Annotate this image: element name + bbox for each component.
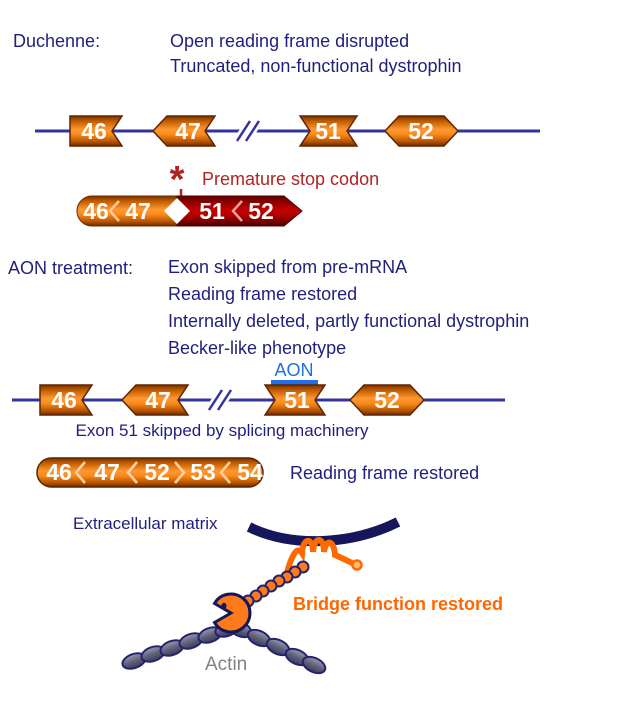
extracellular-matrix-label: Extracellular matrix [73,514,218,533]
membrane-band [246,517,401,547]
duchenne-label: Duchenne: [13,31,101,51]
mrna-bar-restored [36,457,264,488]
exon-52-shape [383,115,460,147]
actin-label: Actin [205,654,247,675]
mrna-duchenne-diagram: * Premature stop codon 46 47 51 52 [76,160,379,227]
duchenne-description: Open reading frame disrupted Truncated, … [170,29,462,79]
exon-52-shape [348,384,426,416]
mrna-bar-orange-segment [76,195,178,227]
aon-treatment-label: AON treatment: [8,258,134,278]
exon-junction-chevron-icon [174,461,186,484]
exon-junction-chevron-icon [231,200,243,222]
dystroglycan-complex [284,537,363,576]
dystrophin-protein-diagram: Extracellular matrix [73,514,503,675]
exon-46-shape [39,384,94,416]
gene-map-2-diagram: AON 46 47 51 52 Exon 51 skipped by splic… [12,360,505,440]
premature-stop-label: Premature stop codon [202,169,379,189]
exon-skipping-caption: Exon 51 skipped by splicing machinery [76,421,369,440]
exon-51-label: 51 [284,387,310,413]
line-break-icon [205,387,235,413]
aon-description-line-1: Exon skipped from pre-mRNA [168,257,408,277]
exon-junction-chevron-icon [74,461,86,484]
mrna1-exon-51-label: 51 [199,198,225,224]
mrna2-exon-53-label: 53 [190,459,216,485]
mrna-bar-darkred-segment [176,195,303,227]
mrna2-exon-54-label: 54 [237,459,263,485]
aon-description-line-2: Reading frame restored [168,284,358,304]
exon-junction-chevron-icon [219,461,231,484]
exon-junction-chevron-icon [126,461,138,484]
duchenne-description-line-2: Truncated, non-functional dystrophin [170,56,462,76]
aon-description-line-4: Becker-like phenotype [168,338,347,358]
mrna-restored-diagram: 46 47 52 53 54 Reading frame restored [36,457,479,488]
line-break-icon [233,118,263,144]
gene-map-1-diagram: 46 47 51 52 [35,115,540,147]
mrna1-exon-46-label: 46 [83,198,109,224]
aon-molecule-label: AON [274,360,313,380]
actin-binding-domain [212,592,252,634]
exon-47-label: 47 [175,118,201,144]
exon-junction-chevron-icon [108,200,120,222]
stop-codon-asterisk-icon: * [170,160,185,201]
mrna2-exon-52-label: 52 [144,459,170,485]
exon-46-shape [69,115,124,147]
exon-51-shape [298,115,359,147]
aon-molecule-bar [271,380,318,385]
exon-47-label: 47 [145,387,171,413]
aon-treatment-description: Exon skipped from pre-mRNA Reading frame… [168,254,529,362]
mrna1-exon-52-label: 52 [248,198,274,224]
exon-52-label: 52 [408,118,434,144]
exon-47-shape [151,115,217,147]
mrna2-exon-46-label: 46 [46,459,72,485]
exon-51-label: 51 [315,118,341,144]
aon-description-line-3: Internally deleted, partly functional dy… [168,311,530,331]
stop-codon-diamond-icon [164,198,190,224]
domain-eye-dot [221,602,227,610]
exon-47-shape [120,384,190,416]
mrna1-exon-47-label: 47 [125,198,151,224]
bridge-function-label: Bridge function restored [293,594,503,614]
exon-51-shape [263,384,327,416]
exon-46-label: 46 [81,118,107,144]
reading-frame-restored-label: Reading frame restored [290,463,479,483]
exon-46-label: 46 [51,387,77,413]
mrna2-exon-47-label: 47 [94,459,120,485]
exon-52-label: 52 [374,387,400,413]
duchenne-description-line-1: Open reading frame disrupted [170,31,410,51]
